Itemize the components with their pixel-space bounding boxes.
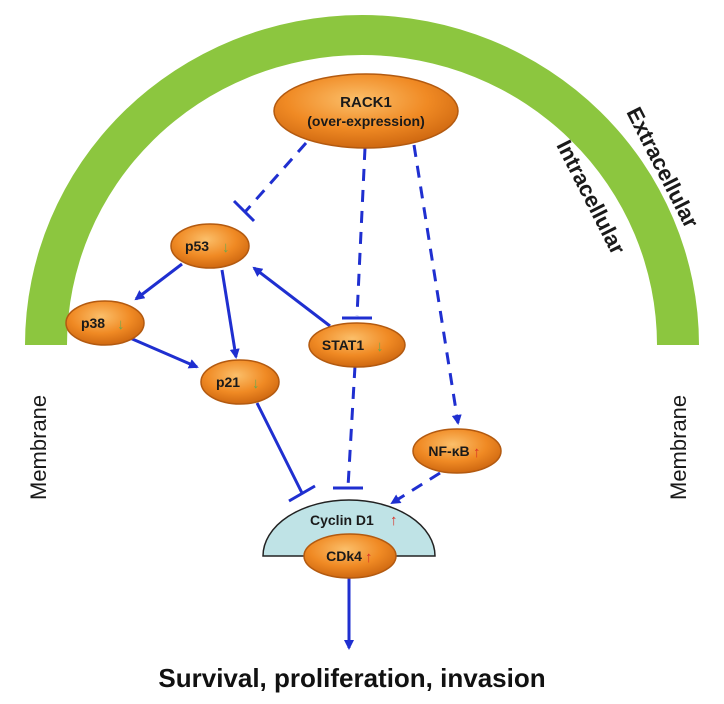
- node-stat1: STAT1 ↓: [308, 322, 406, 368]
- stat1-down-arrow: ↓: [376, 338, 384, 355]
- rack1-sub-label: (over-expression): [307, 113, 424, 129]
- membrane-label-left: Membrane: [26, 395, 51, 500]
- edge-stat1-inhibits-cyclind1: [346, 365, 357, 488]
- outcome-label: Survival, proliferation, invasion: [158, 663, 545, 693]
- edge-rack1-inhibits-p53: [243, 142, 308, 213]
- edge-rack1-inhibits-stat1: [355, 147, 367, 317]
- p38-down-arrow: ↓: [117, 316, 125, 333]
- edge-p53-to-p38: [134, 262, 183, 301]
- p38-label: p38: [81, 315, 105, 331]
- edge-stat1-to-p53: [252, 266, 331, 328]
- edge-p53-to-p21: [220, 269, 240, 359]
- p21-down-arrow: ↓: [252, 375, 260, 392]
- p21-label: p21: [216, 374, 240, 390]
- nfkb-label: NF-κB: [428, 443, 469, 459]
- edge-nfkb-to-cyclind1: [390, 471, 441, 505]
- cyclin-d1-cdk4-complex: [262, 499, 436, 557]
- cyclin-d1-up-arrow: ↑: [390, 512, 398, 529]
- node-rack1: RACK1 (over-expression): [273, 73, 459, 149]
- edge-p21-inhibits-cyclind1: [255, 402, 304, 494]
- cyclin-d1-label: Cyclin D1: [310, 512, 374, 528]
- node-p21: p21 ↓: [200, 359, 280, 405]
- edge-rack1-activates-nfkb: [412, 144, 462, 425]
- stat1-label: STAT1: [322, 337, 364, 353]
- node-p53: p53 ↓: [170, 223, 250, 269]
- rack1-label: RACK1: [340, 94, 392, 111]
- cell-membrane-arc: [25, 15, 699, 345]
- edge-p38-to-p21: [129, 336, 199, 369]
- p53-label: p53: [185, 238, 209, 254]
- node-cdk4: CDk4 ↑: [303, 533, 397, 579]
- cdk4-label: CDk4: [326, 548, 362, 564]
- p53-down-arrow: ↓: [222, 239, 230, 256]
- node-p38: p38 ↓: [65, 300, 145, 346]
- nfkb-up-arrow: ↑: [473, 444, 481, 461]
- node-nfkb: NF-κB ↑: [412, 428, 502, 474]
- edge-p21-cyclind1-bar: [288, 484, 316, 503]
- edge-rack1-p53-bar: [232, 199, 256, 223]
- cdk4-up-arrow: ↑: [365, 549, 373, 566]
- membrane-label-right: Membrane: [666, 395, 691, 500]
